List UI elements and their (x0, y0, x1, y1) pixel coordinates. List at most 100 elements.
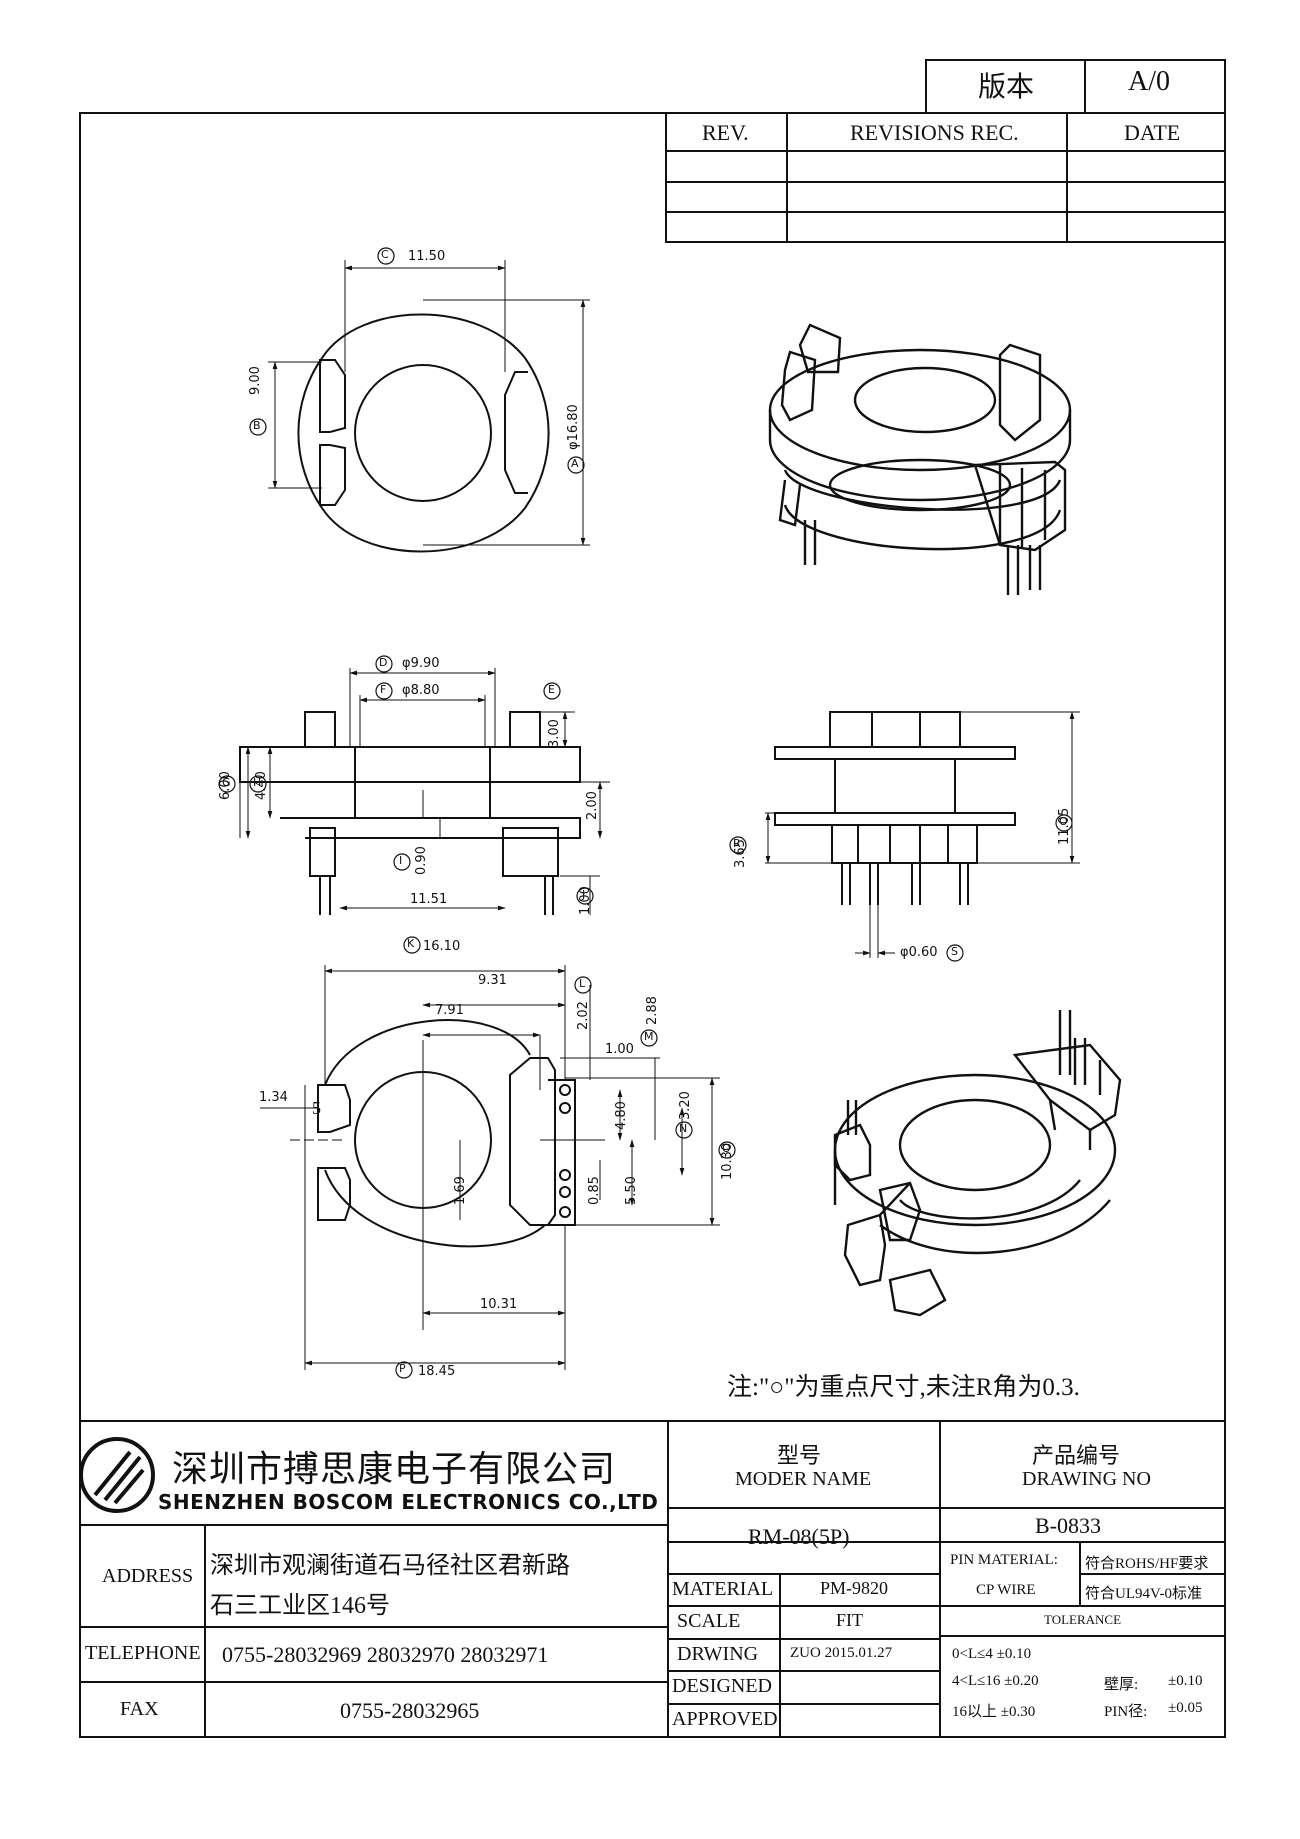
dim-100: 1.00 (605, 1042, 634, 1057)
company-name-cn: 深圳市搏思康电子有限公司 (172, 1449, 617, 1489)
circle-letter-g: G (222, 776, 231, 789)
dim-2-value: 2.00 (585, 791, 600, 820)
circle-letter-k: K (407, 937, 415, 950)
circle-letter-f: F (380, 683, 387, 696)
telephone-value: 0755-28032969 28032970 28032971 (222, 1642, 549, 1667)
circle-letter-b: B (253, 419, 261, 432)
title-block-grid (80, 1420, 1225, 1737)
tolerance-line3: 16以上 ±0.30 (952, 1704, 1036, 1720)
circle-letter-e: E (548, 683, 555, 696)
circle-letter-h: H (253, 776, 262, 789)
address-line1: 深圳市观澜街道石马径社区君新路 (210, 1553, 570, 1579)
ul-compliance: 符合UL94V-0标准 (1085, 1586, 1202, 1602)
circle-letter-j: J (582, 888, 586, 901)
dim-085: 0.85 (587, 1176, 602, 1205)
company-logo (79, 1437, 155, 1513)
model-value: RM-08(5P) (748, 1524, 850, 1549)
circle-letter-c: C (381, 248, 389, 261)
pin-diameter-label: PIN径: (1104, 1704, 1148, 1720)
dim-n-value: 3.20 (678, 1091, 693, 1120)
dim-1031: 10.31 (480, 1297, 518, 1312)
circle-letter-o-side: O (1059, 815, 1068, 828)
version-box (925, 59, 1226, 114)
dim-550: 5.50 (624, 1176, 639, 1205)
dim-169: 1.69 (453, 1176, 468, 1205)
drawing-note: 注:"○"为重点尺寸,未注R角为0.3. (727, 1374, 1080, 1401)
bottom-view (260, 965, 720, 1370)
dim-791: 7.91 (435, 1003, 464, 1018)
wall-thickness-label: 壁厚: (1104, 1677, 1139, 1693)
designed-label: DESIGNED (672, 1675, 772, 1697)
version-value: A/0 (1128, 66, 1170, 97)
dim-bottom-width: 11.51 (410, 892, 448, 907)
rev-header: REV. (702, 120, 749, 145)
dim-pin-diameter: φ0.60 (900, 945, 938, 960)
dim-o-side-value: 11.05 (1057, 807, 1072, 845)
approved-label: APPROVED (672, 1708, 778, 1730)
version-label: 版本 (978, 72, 1035, 103)
dim-m-value: 2.88 (645, 996, 660, 1025)
dim-134: 1.34 (259, 1090, 288, 1105)
circled-markers (218, 247, 1073, 1379)
pin-material-value: CP WIRE (976, 1582, 1036, 1598)
circle-letter-d: D (379, 656, 388, 669)
address-line2: 石三工业区146号 (210, 1593, 390, 1619)
rohs-compliance: 符合ROHS/HF要求 (1085, 1556, 1209, 1572)
drawing-label-cn: 产品编号 (1032, 1443, 1121, 1468)
dim-h-value: 4.40 (254, 771, 269, 800)
top-view (268, 260, 590, 553)
drawing-row-value: ZUO 2015.01.27 (790, 1645, 893, 1661)
fax-label: FAX (120, 1698, 159, 1720)
dim-l-value: 2.02 (576, 1001, 591, 1030)
dim-931: 9.31 (478, 973, 507, 988)
model-label-en: MODER NAME (735, 1468, 872, 1490)
circle-letter-m: M (644, 1030, 654, 1043)
dim-c-value: 11.50 (408, 249, 446, 264)
isometric-view-top (768, 323, 1072, 595)
circle-letter-i: I (399, 854, 403, 867)
circle-letter-p: P (399, 1362, 406, 1375)
circle-letter-r: R (733, 837, 741, 850)
circle-letter-a: A (571, 457, 579, 470)
revisions-rec-header: REVISIONS REC. (850, 120, 1019, 145)
drawing-frame (79, 112, 1226, 1738)
dim-d-value: φ9.90 (402, 656, 440, 671)
pin-material-label: PIN MATERIAL: (950, 1552, 1058, 1568)
material-label: MATERIAL (672, 1578, 774, 1600)
front-view (239, 668, 610, 915)
dim-a-value: φ16.80 (566, 404, 581, 450)
pin-number-label: 5 (312, 1098, 321, 1118)
dim-e-value: 3.00 (547, 719, 562, 748)
dim-i-value: 0.90 (414, 846, 429, 875)
dim-f-value: φ8.80 (402, 683, 440, 698)
dim-j-value: 1.00 (578, 886, 593, 915)
material-value: PM-9820 (820, 1578, 889, 1598)
fax-value: 0755-28032965 (340, 1698, 480, 1723)
circle-letter-s: S (951, 945, 958, 958)
drawing-row-label: DRWING (677, 1643, 759, 1665)
drawing-label-en: DRAWING NO (1022, 1468, 1151, 1490)
isometric-view-bottom (833, 1010, 1122, 1317)
dim-b-value: 9.00 (248, 366, 263, 395)
revisions-table (665, 112, 1226, 243)
company-name-en: SHENZHEN BOSCOM ELECTRONICS CO.,LTD (158, 1490, 659, 1514)
drawing-number-value: B-0833 (1035, 1513, 1101, 1538)
pin-diameter-value: ±0.05 (1168, 1700, 1203, 1716)
dim-480: 4.80 (614, 1101, 629, 1130)
tolerance-label: TOLERANCE (1044, 1612, 1122, 1627)
side-view (765, 711, 1080, 958)
address-label: ADDRESS (102, 1565, 194, 1587)
scale-label: SCALE (677, 1610, 741, 1632)
dim-k-value: 16.10 (423, 939, 461, 954)
tolerance-line2: 4<L≤16 ±0.20 (952, 1673, 1039, 1689)
wall-thickness-value: ±0.10 (1168, 1673, 1203, 1689)
dim-k-side-value: 3.65 (733, 839, 748, 868)
dim-g-value: 6.00 (218, 771, 233, 800)
dim-o-value: 10.30 (720, 1142, 735, 1180)
tolerance-line1: 0<L≤4 ±0.10 (952, 1646, 1032, 1662)
circle-letter-o: O (722, 1142, 731, 1155)
dim-p-value: 18.45 (418, 1364, 456, 1379)
circle-letter-n: N (679, 1122, 688, 1135)
model-label-cn: 型号 (777, 1443, 822, 1468)
